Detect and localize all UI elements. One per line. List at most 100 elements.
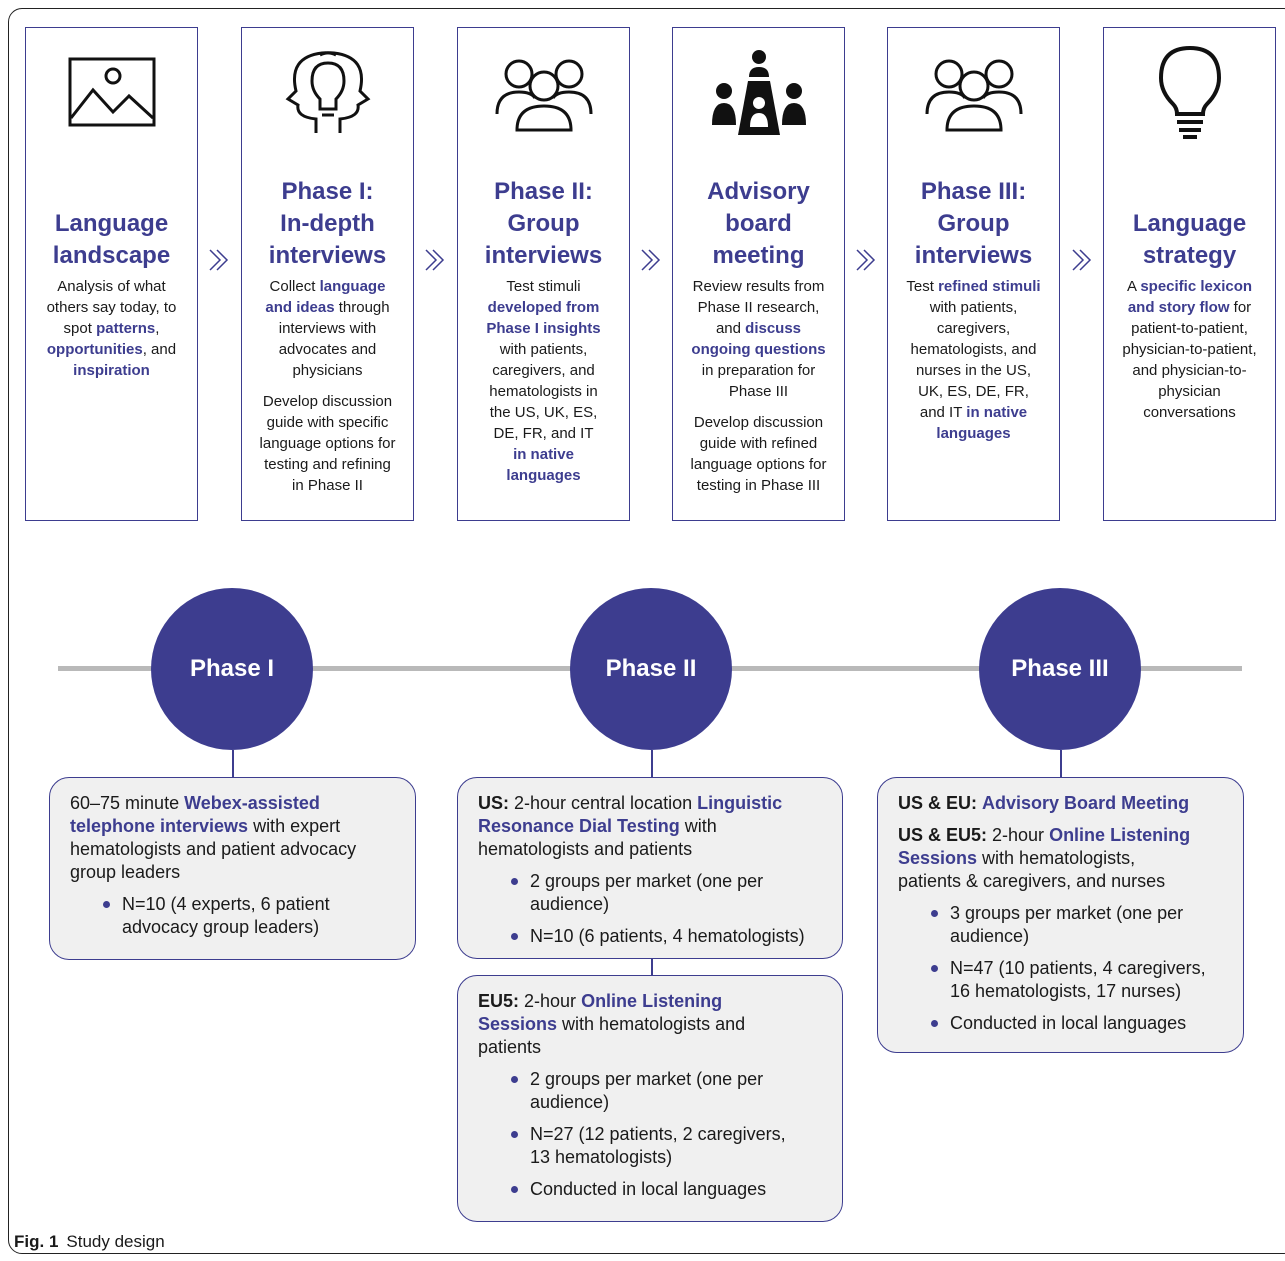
text-segment: group leaders [70,862,181,882]
stage-title-line: Phase II: [494,178,593,205]
phase-2-circle: Phase II [570,588,732,750]
text-line: EU5: 2-hour Online Listening [478,990,822,1013]
stage-description-paragraph: A specific lexicon and story flow for pati… [1110,276,1269,423]
text-line: languages [464,465,623,486]
text-segment: testing in Phase III [696,477,821,494]
text-line: testing and refining [248,454,407,475]
text-segment: , [155,320,160,337]
text-segment: with patients, [929,299,1018,316]
board-meeting-icon [673,42,844,142]
text-segment: for [1229,299,1252,316]
bullet-item: N=47 (10 patients, 4 caregivers,16 hemat… [928,957,1223,1003]
text-segment: language options for [690,456,827,473]
text-line: audience) [530,1091,822,1114]
text-segment: physician-to-patient, [1122,341,1257,358]
highlight-text: patterns [96,320,156,337]
text-segment: patient-to-patient, [1131,320,1248,337]
text-line: the US, UK, ES, [464,402,623,423]
highlight-text: and story flow [1127,299,1230,316]
highlight-text: and ideas [265,299,335,316]
text-line: physicians [248,360,407,381]
text-line: 2 groups per market (one per [530,870,822,893]
stage-description: A specific lexicon and story flow for pati… [1110,276,1269,433]
text-line: US & EU: Advisory Board Meeting [898,792,1223,815]
text-line: caregivers, and [464,360,623,381]
highlight-text: in native [966,404,1028,421]
text-line: hematologists and patients [478,838,822,861]
text-segment: US & EU: [898,793,978,813]
text-line: and ideas through [248,297,407,318]
stage-title-line: meeting [712,242,805,269]
text-segment: hematologists in [489,383,598,400]
text-segment: the US, UK, ES, [489,404,598,421]
stage-title-line: landscape [52,242,171,269]
highlight-text: Linguistic [697,793,783,813]
stage-title-line: strategy [1142,242,1237,269]
highlight-text: ongoing questions [691,341,826,358]
text-segment: in Phase II [292,477,363,494]
text-line: in native [464,444,623,465]
stage-description-paragraph: Develop discussion guide with specific lan… [248,391,407,496]
text-line: patients [478,1036,822,1059]
text-segment: conversations [1143,404,1236,421]
text-line: Phase I insights [464,318,623,339]
connector-line [651,958,653,976]
text-segment: Develop discussion [262,393,393,410]
text-line: 2 groups per market (one per [530,1068,822,1091]
text-segment: with [679,816,717,836]
text-segment: testing and refining [264,456,391,473]
text-segment: N=10 (4 experts, 6 patient [122,894,330,914]
highlight-text: Sessions [898,848,978,868]
stage-title-line: Group [937,210,1010,237]
stage-title-line: Phase I: [281,178,374,205]
text-line: with patients, [894,297,1053,318]
text-segment: Conducted in local languages [950,1013,1187,1033]
text-segment: patients [478,1037,542,1057]
text-segment: patients & caregivers, and nurses [898,871,1166,891]
text-line: 3 groups per market (one per [950,902,1223,925]
text-line: in preparation for [679,360,838,381]
text-segment: 2 groups per market (one per [530,1069,764,1089]
lightbulb-icon [1104,42,1275,142]
text-line: Test stimuli [464,276,623,297]
stage-title-line: board [725,210,792,237]
two-heads-lightbulb-icon [242,42,413,142]
text-segment: Test [906,278,939,295]
text-line: developed from [464,297,623,318]
text-line: language options for [248,433,407,454]
text-line: hematologists in [464,381,623,402]
text-segment: audience) [530,894,610,914]
highlight-text: Resonance Dial Testing [478,816,680,836]
text-segment: US: [478,793,509,813]
text-segment: others say today, to [46,299,177,316]
text-segment: Review results from [692,278,825,295]
text-line: 16 hematologists, 17 nurses) [950,980,1223,1003]
highlight-text: Webex-assisted [184,793,320,813]
text-line: others say today, to [32,297,191,318]
text-line: Collect language [248,276,407,297]
text-line: guide with specific [248,412,407,433]
text-segment: A [1126,278,1141,295]
highlight-text: languages [506,467,581,484]
stage-title-line: Advisory [707,178,810,205]
highlight-text: Phase I insights [486,320,601,337]
stage-title-line: Language [54,210,169,237]
text-line: N=10 (6 patients, 4 hematologists) [530,925,822,948]
text-line: DE, FR, and IT [464,423,623,444]
text-line: A specific lexicon [1110,276,1269,297]
text-segment: language options for [259,435,396,452]
text-segment: and IT [919,404,967,421]
chevron-right-icon [209,249,229,271]
